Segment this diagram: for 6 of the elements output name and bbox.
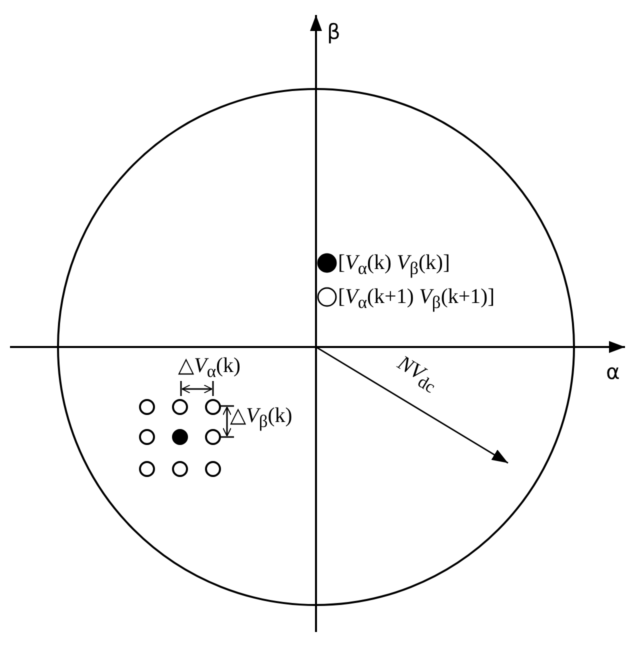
dimension-label: △V$_{β}$(k)	[230, 405, 292, 431]
legend-label: [V$_{α}$(k) V$_{β}$(k)]	[338, 252, 450, 278]
axis-label: α	[606, 362, 620, 383]
legend-label: [V$_{α}$(k+1) V$_{β}$(k+1)]	[338, 286, 495, 312]
dimension-label: △V$_{α}$(k)	[178, 355, 240, 381]
axis-label: β	[327, 22, 340, 43]
